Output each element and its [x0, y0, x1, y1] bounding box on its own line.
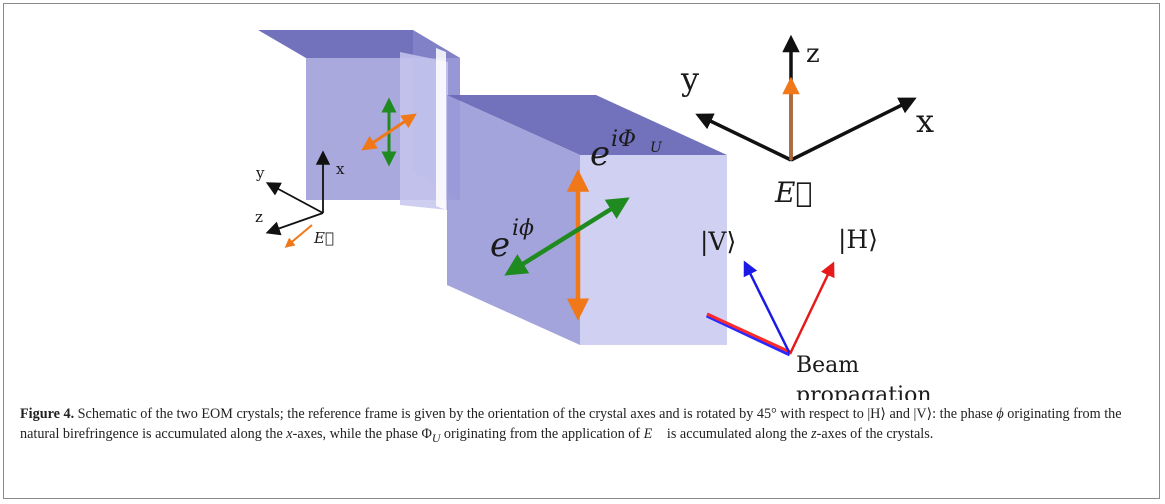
caption-E: E⃗ — [643, 426, 664, 442]
beam-line-red — [706, 312, 791, 354]
small-label-y: y — [255, 164, 265, 182]
caption-phi: ϕ — [996, 406, 1004, 422]
beam-label-line2: propagation — [796, 383, 932, 400]
small-label-x: x — [336, 160, 345, 178]
caption-text-2: originating from the natural birefringen… — [20, 406, 1122, 442]
caption-text-4: originating from the application of — [440, 426, 644, 442]
phase-u-exp: iΦ — [611, 127, 636, 152]
crystal-back-gap — [436, 48, 446, 210]
small-frame: x y z E⃗ — [255, 150, 345, 248]
phase-u-label: e iΦ U — [590, 127, 663, 174]
caption-text-1: Schematic of the two EOM crystals; the r… — [74, 406, 997, 422]
crystal-back-top — [258, 30, 460, 58]
large-label-y: y — [680, 60, 699, 98]
figure-frame — [3, 3, 1160, 499]
caption-PhiU-sub: U — [431, 430, 441, 445]
ket-v-label: |V⟩ — [700, 227, 736, 257]
large-label-z: z — [806, 39, 820, 69]
phase-phi-exp: iϕ — [512, 216, 534, 241]
small-field-arrow — [284, 224, 313, 248]
small-axis-y — [265, 182, 324, 214]
large-label-field: E⃗ — [774, 176, 812, 209]
small-label-z: z — [255, 208, 263, 226]
large-frame: z y x E⃗ — [680, 34, 934, 209]
crystal-back — [258, 30, 460, 210]
caption-lead: Figure 4. — [20, 406, 75, 422]
caption-PhiU: Φ — [421, 426, 432, 442]
phase-phi-label: e iϕ — [490, 216, 534, 265]
phase-phi-arrow — [504, 197, 630, 276]
caption-text-5: is accumulated along the — [663, 426, 812, 442]
large-axis-x — [790, 97, 917, 162]
ket-h-label: |H⟩ — [838, 225, 878, 255]
phase-phi-base: e — [490, 225, 510, 265]
phase-u-base: e — [590, 134, 610, 174]
caption-x: x — [286, 426, 293, 442]
small-axis-z — [265, 212, 324, 236]
crystal-back-arrows — [361, 97, 417, 167]
crystal-front-arrows — [504, 169, 630, 321]
small-label-field: E⃗ — [313, 229, 334, 247]
beam-label-line1: Beam — [796, 353, 859, 378]
caption-text-6: -axes of the crystals. — [816, 426, 934, 442]
back-diagonal-arrow — [361, 113, 417, 151]
ket-h-arrow — [788, 261, 835, 355]
beam: |V⟩ |H⟩ Beam propagation — [700, 225, 932, 400]
phase-u-sub: U — [650, 140, 663, 156]
large-axis-y — [695, 113, 792, 162]
crystal-front — [447, 95, 727, 345]
ket-v-arrow — [743, 260, 792, 355]
caption-z: z — [811, 426, 817, 442]
figure-diagram: e iΦ U e iϕ x y z E⃗ z y x E⃗ |V⟩ |H⟩ Be… — [255, 30, 934, 400]
crystal-front-top — [447, 95, 727, 155]
large-label-x: x — [916, 102, 934, 140]
caption-text-3: -axes, while the phase — [292, 426, 422, 442]
figure-caption: Figure 4. Schematic of the two EOM cryst… — [20, 404, 1145, 448]
